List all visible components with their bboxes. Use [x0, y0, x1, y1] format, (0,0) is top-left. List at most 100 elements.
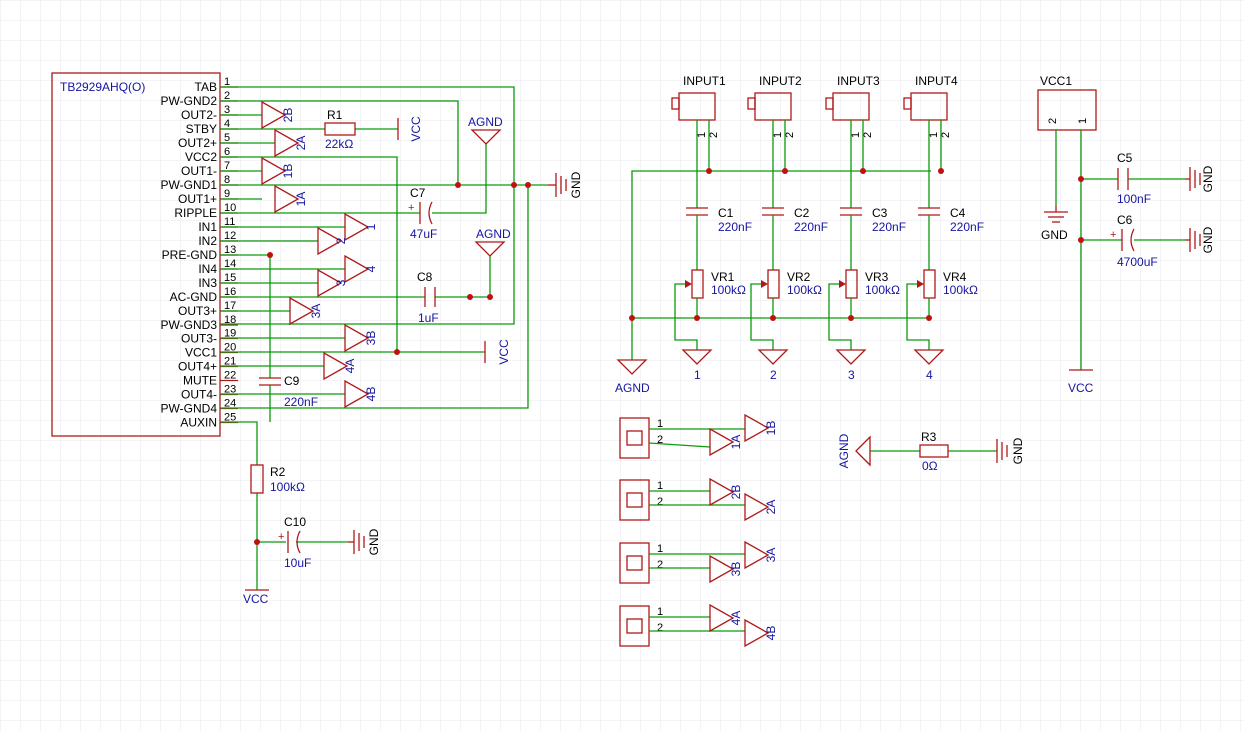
svg-text:C7: C7 [410, 186, 426, 200]
svg-text:47uF: 47uF [410, 227, 437, 241]
svg-text:GND: GND [569, 171, 583, 198]
agnd-flag-c8[interactable]: AGND [474, 227, 511, 257]
resistor-r3[interactable]: R3 0Ω [919, 430, 949, 473]
vcc-flag-pin20[interactable]: VCC [484, 339, 511, 365]
resistor-r1[interactable]: R1 22kΩ [324, 108, 356, 151]
ic-pin-number: 1 [224, 76, 230, 88]
capacitor-c7[interactable]: + C7 47uF [408, 186, 437, 241]
ic-pin-label: PRE-GND [162, 248, 218, 262]
gnd-flag-c6[interactable]: GND [1185, 226, 1215, 253]
capacitor-c10[interactable]: + C10 10uF [278, 515, 311, 570]
svg-text:2B: 2B [281, 108, 295, 123]
vcc-flag-r1[interactable]: VCC [397, 116, 423, 142]
svg-text:1A: 1A [294, 192, 308, 207]
input-jack-label: INPUT4 [915, 74, 958, 88]
net-flag-4[interactable]: 4 [344, 254, 378, 284]
svg-text:AGND: AGND [468, 115, 503, 129]
ic-pin-number: 8 [224, 174, 230, 186]
ic-pin-label: OUT2- [181, 108, 217, 122]
ic-pin-number: 25 [224, 412, 236, 424]
agnd-flag-c7[interactable]: AGND [468, 115, 503, 145]
svg-text:1: 1 [696, 132, 708, 138]
capacitor-c9[interactable]: C9 220nF [259, 374, 318, 409]
gnd-flag-vcc1[interactable]: GND [1041, 206, 1068, 242]
ic-pin-number: 15 [224, 272, 236, 284]
agnd-flag-r3[interactable]: AGND [837, 433, 871, 468]
net-flag-1[interactable]: 1 [344, 212, 378, 242]
ic-pin-label: OUT3- [181, 332, 217, 346]
vcc-flag-r2[interactable]: VCC [243, 589, 269, 606]
svg-text:R3: R3 [921, 430, 937, 444]
ic-pin-number: 12 [224, 230, 236, 242]
svg-text:+: + [408, 202, 414, 214]
svg-text:2: 2 [657, 622, 663, 634]
ic-pin-label: VCC1 [185, 346, 217, 360]
gnd-flag-c10[interactable]: GND [348, 528, 381, 555]
svg-text:1: 1 [694, 368, 701, 382]
svg-text:220nF: 220nF [794, 220, 828, 234]
svg-text:AGND: AGND [476, 227, 511, 241]
svg-text:4A: 4A [729, 611, 743, 626]
ic-pin-label: RIPPLE [174, 206, 217, 220]
vcc-flag-power[interactable]: VCC [1068, 369, 1094, 395]
ic-pin-label: OUT1+ [178, 192, 217, 206]
svg-text:GND: GND [367, 528, 381, 555]
ic-pin-number: 9 [224, 188, 230, 200]
svg-text:100kΩ: 100kΩ [270, 480, 305, 494]
svg-text:C5: C5 [1117, 151, 1133, 165]
svg-text:1: 1 [657, 480, 663, 492]
net-flag-4b[interactable]: 4B [344, 379, 378, 409]
net-flag-1a[interactable]: 1A [274, 184, 308, 214]
net-flag-2b[interactable]: 2B [261, 100, 295, 130]
svg-text:2: 2 [770, 368, 777, 382]
ic-pin-number: 5 [224, 132, 230, 144]
net-flag-1b[interactable]: 1B [261, 156, 295, 186]
vcc1-connector[interactable]: VCC1 2 1 [1037, 74, 1097, 131]
svg-text:+: + [278, 531, 284, 543]
net-flag-2a[interactable]: 2A [274, 128, 308, 158]
net-flag-2[interactable]: 2 [317, 226, 348, 256]
gnd-flag-c5[interactable]: GND [1185, 165, 1215, 192]
ic-pin-19[interactable]: OUT3-19 [181, 328, 238, 346]
svg-text:2: 2 [784, 132, 796, 138]
svg-text:GND: GND [1201, 226, 1215, 253]
svg-text:3A: 3A [309, 304, 323, 319]
capacitor-c5[interactable]: C5 100nF [1117, 151, 1151, 206]
svg-text:100nF: 100nF [1117, 192, 1151, 206]
capacitor-c6[interactable]: + C6 4700uF [1110, 213, 1158, 269]
capacitor-c8[interactable]: C8 1uF [417, 270, 439, 325]
agnd-flag-inputs[interactable]: AGND [615, 359, 650, 395]
net-flag-4a[interactable]: 4A [323, 351, 357, 381]
gnd-flag-ic[interactable]: GND [548, 171, 583, 198]
ic-pin-21[interactable]: OUT4+21 [178, 356, 238, 374]
svg-text:100kΩ: 100kΩ [943, 283, 978, 297]
net-flag-3b[interactable]: 3B [344, 323, 378, 353]
ic-pin-number: 17 [224, 300, 236, 312]
svg-text:VCC: VCC [497, 339, 511, 365]
svg-text:3A: 3A [764, 548, 778, 563]
svg-text:2: 2 [708, 132, 720, 138]
ic-pin-23[interactable]: OUT4-23 [181, 384, 238, 402]
net-flag-3a[interactable]: 3A [289, 296, 323, 326]
net-flag-3[interactable]: 3 [317, 268, 348, 298]
ic-pin-label: OUT4+ [178, 360, 217, 374]
svg-text:GND: GND [1201, 165, 1215, 192]
gnd-flag-r3[interactable]: GND [996, 437, 1025, 464]
resistor-r2[interactable]: R2 100kΩ [250, 464, 305, 494]
ic-pin-label: OUT2+ [178, 136, 217, 150]
